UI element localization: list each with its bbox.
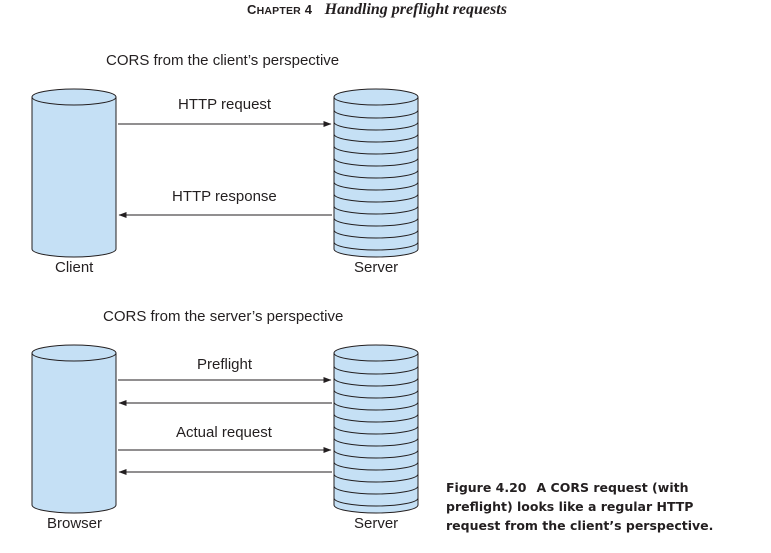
figure-caption-text: A CORS request (with preflight) looks li… xyxy=(446,480,714,533)
running-header: CHAPTER 4 Handling preflight requests xyxy=(247,1,507,19)
server-label-bottom: Server xyxy=(354,515,399,532)
browser-label: Browser xyxy=(47,515,103,532)
actual-request-label: Actual request xyxy=(176,424,272,441)
server-cylinder-top xyxy=(333,88,419,258)
preflight-label: Preflight xyxy=(197,356,253,373)
client-cylinder xyxy=(31,88,117,258)
server-label-top: Server xyxy=(354,259,399,276)
browser-cylinder xyxy=(31,344,117,514)
http-response-label: HTTP response xyxy=(172,188,277,205)
figure-number: Figure 4.20 xyxy=(446,480,527,495)
chapter-number: CHAPTER 4 xyxy=(247,2,313,17)
client-label: Client xyxy=(55,259,94,276)
server-cylinder-bottom xyxy=(333,344,419,514)
chapter-title: Handling preflight requests xyxy=(324,1,507,18)
top-diagram-title: CORS from the client’s perspective xyxy=(106,52,340,69)
bottom-diagram-title: CORS from the server’s perspective xyxy=(103,308,344,325)
http-request-label: HTTP request xyxy=(178,96,272,113)
